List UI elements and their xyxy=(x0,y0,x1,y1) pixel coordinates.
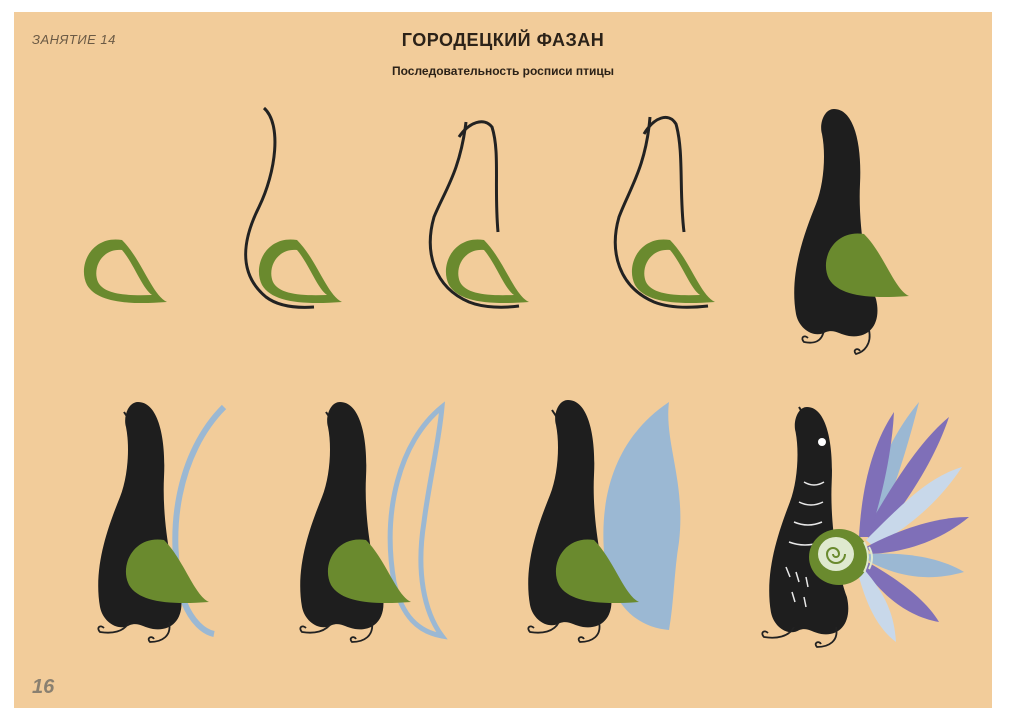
body xyxy=(794,109,877,336)
wing-outline xyxy=(446,239,529,303)
step-3 xyxy=(430,122,529,307)
wing xyxy=(826,233,909,297)
step-7 xyxy=(300,402,442,642)
step-1 xyxy=(84,239,167,303)
body-outline xyxy=(644,117,684,232)
tail-feathers xyxy=(859,402,969,642)
step-4 xyxy=(615,117,715,307)
wing-outline xyxy=(84,239,167,303)
wing xyxy=(126,539,209,603)
step-2 xyxy=(246,108,342,307)
wing-outline xyxy=(632,239,715,303)
step-9 xyxy=(762,402,969,647)
page-number: 16 xyxy=(32,676,54,699)
body xyxy=(769,407,848,634)
step-8 xyxy=(528,400,680,642)
painting-steps xyxy=(14,12,992,708)
step-5 xyxy=(794,109,909,354)
wing xyxy=(328,539,411,603)
body-outline xyxy=(246,108,314,307)
step-6 xyxy=(98,402,224,642)
wing-outline xyxy=(259,239,342,303)
lesson-page: ЗАНЯТИЕ 14 ГОРОДЕЦКИЙ ФАЗАН Последовател… xyxy=(14,12,992,708)
